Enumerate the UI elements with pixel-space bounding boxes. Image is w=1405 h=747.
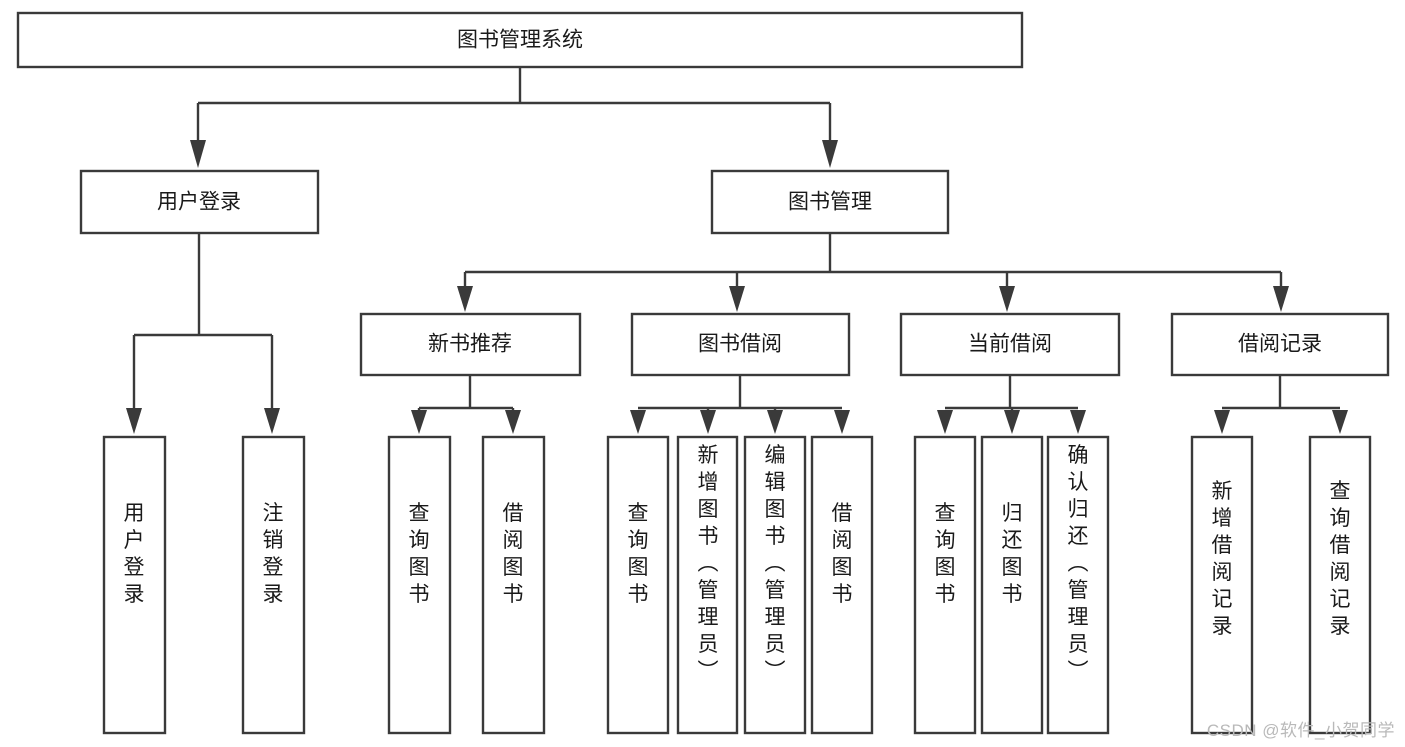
- leaf-query-book-current[interactable]: 查询图书: [913, 435, 977, 735]
- arrow-current-l1: [937, 410, 953, 434]
- leaf-edit-book-admin-label: 编辑图书︵管理员︶: [765, 444, 786, 683]
- csdn-watermark: CSDN @软件_小贺同学: [1206, 721, 1395, 740]
- node-user-login-box[interactable]: [79, 169, 320, 235]
- arrow-newbook-l1: [411, 410, 427, 434]
- leaf-query-book-newbook-label: 查询图书: [409, 502, 430, 606]
- arrow-newbook-l2: [505, 410, 521, 434]
- leaf-user-login-label: 用户登录: [124, 502, 145, 606]
- leaf-query-borrow-record[interactable]: 查询借阅记录: [1308, 435, 1372, 735]
- leaf-logout-label: 注销登录: [263, 502, 284, 606]
- leaf-borrow-book-label: 借阅图书: [832, 502, 853, 606]
- arrow-current-l2: [1004, 410, 1020, 434]
- node-root-label: 图书管理系统: [457, 29, 583, 52]
- leaf-add-book-admin[interactable]: 新增图书︵管理员︶: [676, 435, 739, 735]
- leaf-logout-box[interactable]: [241, 435, 306, 735]
- arrow-borrow-l2: [700, 410, 716, 434]
- leaf-edit-book-admin-box[interactable]: [743, 435, 807, 735]
- arrow-bookmgmt-c1: [457, 286, 473, 312]
- leaf-user-login[interactable]: 用户登录: [102, 435, 167, 735]
- arrow-to-user-login: [190, 140, 206, 168]
- arrow-borrow-l4: [834, 410, 850, 434]
- leaf-query-book-borrow-box[interactable]: [606, 435, 670, 735]
- leaf-borrow-book-newbook-label: 借阅图书: [503, 502, 524, 606]
- leaf-query-borrow-record-box[interactable]: [1308, 435, 1372, 735]
- arrow-record-l2: [1332, 410, 1348, 434]
- node-root-box[interactable]: [16, 11, 1024, 69]
- leaf-borrow-book-box[interactable]: [810, 435, 874, 735]
- leaf-return-book-box[interactable]: [980, 435, 1044, 735]
- leaf-query-borrow-record-label: 查询借阅记录: [1330, 480, 1351, 638]
- node-borrow-record-box[interactable]: [1170, 312, 1390, 377]
- arrow-to-book-mgmt: [822, 140, 838, 168]
- node-borrow-record[interactable]: 借阅记录: [1170, 312, 1390, 377]
- node-new-book-recommend-box[interactable]: [359, 312, 582, 377]
- node-borrow-record-label: 借阅记录: [1238, 333, 1322, 356]
- arrow-userlogin-l1: [126, 408, 142, 434]
- node-user-login-label: 用户登录: [157, 191, 241, 214]
- arrow-borrow-l1: [630, 410, 646, 434]
- node-new-book-recommend-label: 新书推荐: [428, 333, 512, 356]
- arrow-borrow-l3: [767, 410, 783, 434]
- node-book-management[interactable]: 图书管理: [710, 169, 950, 235]
- leaf-borrow-book-newbook-box[interactable]: [481, 435, 546, 735]
- leaf-user-login-box[interactable]: [102, 435, 167, 735]
- leaf-edit-book-admin[interactable]: 编辑图书︵管理员︶: [743, 435, 807, 735]
- leaf-confirm-return-admin-box[interactable]: [1046, 435, 1110, 735]
- node-book-borrow-box[interactable]: [630, 312, 851, 377]
- node-current-borrow[interactable]: 当前借阅: [899, 312, 1121, 377]
- leaf-add-borrow-record-label: 新增借阅记录: [1212, 480, 1233, 638]
- node-current-borrow-box[interactable]: [899, 312, 1121, 377]
- arrow-bookmgmt-c4: [1273, 286, 1289, 312]
- node-current-borrow-label: 当前借阅: [968, 333, 1052, 356]
- arrow-record-l1: [1214, 410, 1230, 434]
- leaf-query-book-newbook[interactable]: 查询图书: [387, 435, 452, 735]
- arrow-bookmgmt-c3: [999, 286, 1015, 312]
- node-book-borrow-label: 图书借阅: [698, 333, 782, 356]
- leaf-query-book-newbook-box[interactable]: [387, 435, 452, 735]
- leaf-confirm-return-admin-label: 确认归还︵管理员︶: [1068, 444, 1089, 683]
- arrow-bookmgmt-c2: [729, 286, 745, 312]
- leaf-return-book-label: 归还图书: [1002, 502, 1023, 606]
- edge-layer: [126, 67, 1348, 434]
- leaf-nodes-layer: 用户登录 注销登录 查询图书 借阅图书 查询图书 新增图书︵管理员︶: [102, 435, 1372, 735]
- leaf-logout[interactable]: 注销登录: [241, 435, 306, 735]
- leaf-borrow-book[interactable]: 借阅图书: [810, 435, 874, 735]
- arrow-current-l3: [1070, 410, 1086, 434]
- node-new-book-recommend[interactable]: 新书推荐: [359, 312, 582, 377]
- leaf-borrow-book-newbook[interactable]: 借阅图书: [481, 435, 546, 735]
- leaf-query-book-borrow[interactable]: 查询图书: [606, 435, 670, 735]
- node-book-management-label: 图书管理: [788, 191, 872, 214]
- leaf-return-book[interactable]: 归还图书: [980, 435, 1044, 735]
- leaf-query-book-borrow-label: 查询图书: [628, 502, 649, 606]
- leaf-query-book-current-label: 查询图书: [935, 502, 956, 606]
- leaf-add-book-admin-box[interactable]: [676, 435, 739, 735]
- leaf-confirm-return-admin[interactable]: 确认归还︵管理员︶: [1046, 435, 1110, 735]
- arrow-userlogin-l2: [264, 408, 280, 434]
- leaf-add-book-admin-label: 新增图书︵管理员︶: [698, 444, 719, 683]
- node-book-borrow[interactable]: 图书借阅: [630, 312, 851, 377]
- leaf-query-book-current-box[interactable]: [913, 435, 977, 735]
- leaf-add-borrow-record[interactable]: 新增借阅记录: [1190, 435, 1254, 735]
- node-user-login[interactable]: 用户登录: [79, 169, 320, 235]
- leaf-add-borrow-record-box[interactable]: [1190, 435, 1254, 735]
- node-book-management-box[interactable]: [710, 169, 950, 235]
- node-root[interactable]: 图书管理系统: [16, 11, 1024, 69]
